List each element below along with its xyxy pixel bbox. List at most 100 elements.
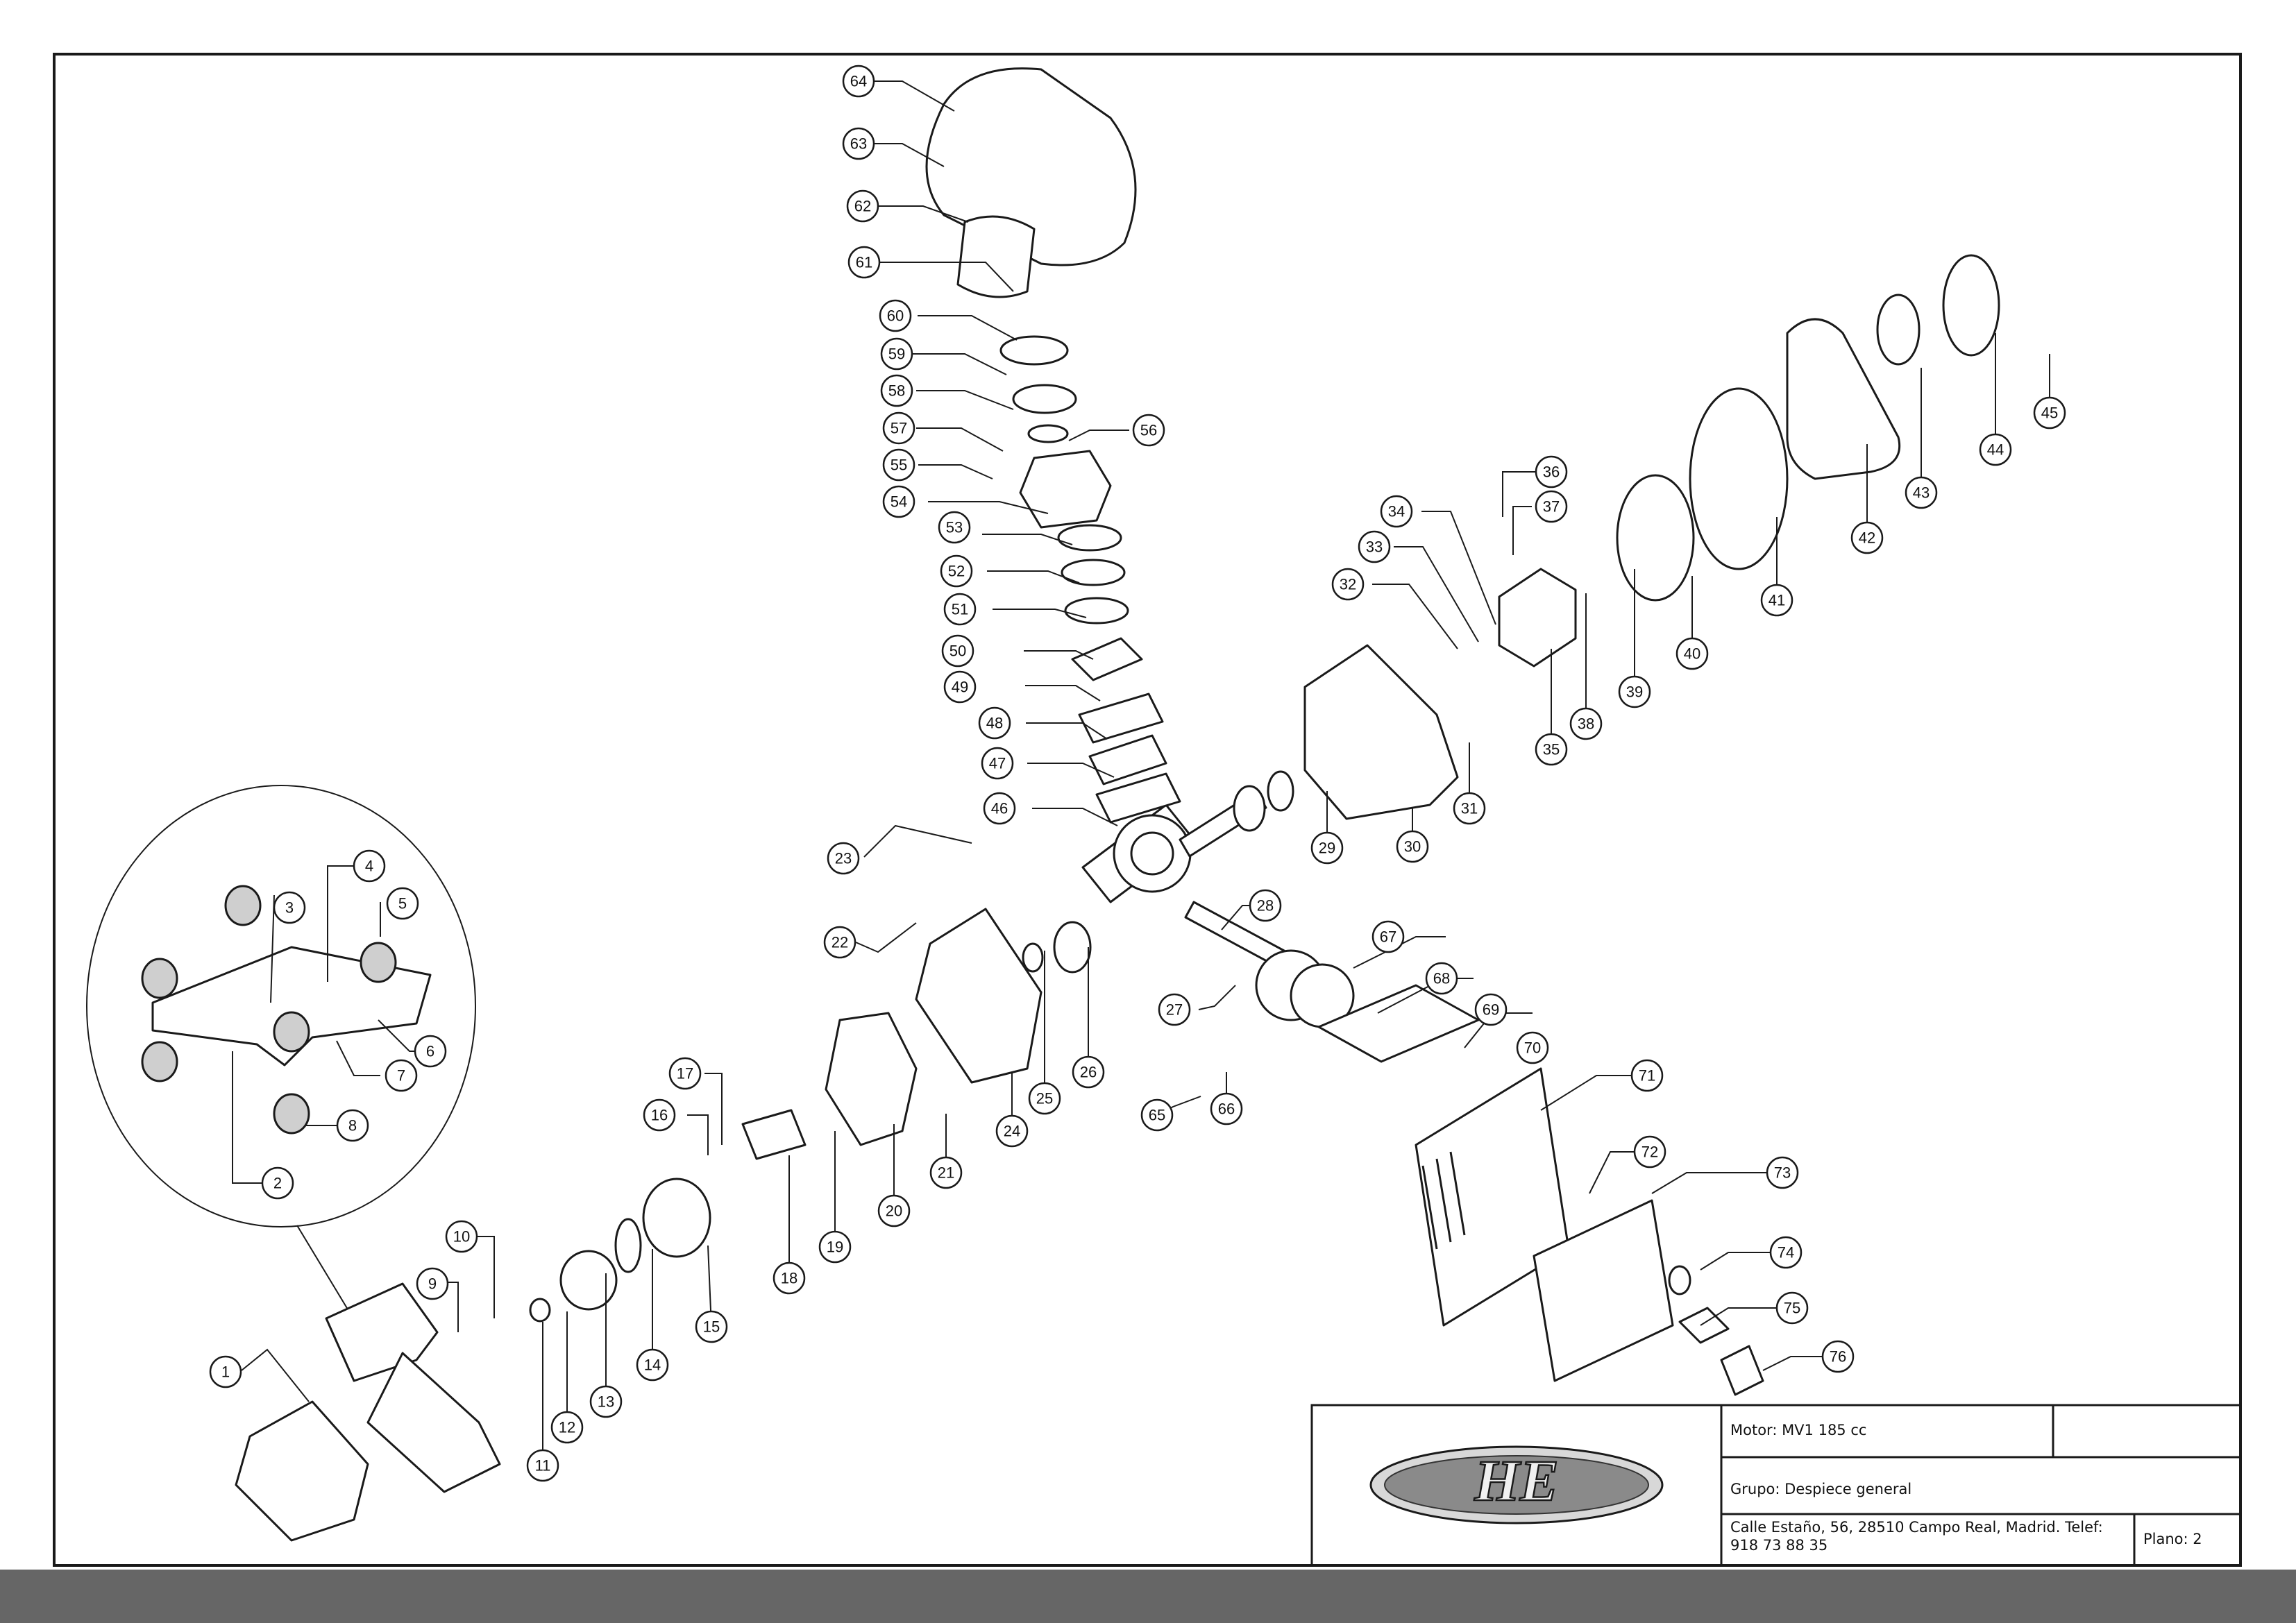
callout-40: 40 [1675,637,1709,670]
svg-text:HE: HE [1474,1449,1558,1513]
svg-text:10: 10 [453,1228,470,1246]
callout-51: 51 [943,593,977,626]
callout-26: 26 [1072,1055,1105,1089]
svg-text:14: 14 [644,1357,661,1374]
svg-text:22: 22 [832,934,848,951]
callout-3: 3 [273,891,306,924]
callout-55: 55 [882,448,915,482]
callout-63: 63 [842,127,875,160]
callout-34: 34 [1380,495,1413,528]
callout-75: 75 [1775,1291,1809,1325]
svg-text:11: 11 [535,1457,551,1475]
svg-text:43: 43 [1913,484,1930,502]
svg-text:29: 29 [1319,840,1335,857]
svg-text:64: 64 [850,73,867,90]
svg-text:56: 56 [1140,422,1157,439]
svg-text:9: 9 [428,1275,437,1293]
callout-65: 65 [1140,1098,1174,1132]
callout-47: 47 [981,747,1014,780]
intake-stack [925,67,1181,824]
callout-32: 32 [1331,568,1365,601]
right-crankcase-group [1303,254,2000,820]
callout-74: 74 [1769,1236,1803,1269]
callout-61: 61 [847,246,881,279]
svg-text:35: 35 [1543,741,1560,758]
callout-50: 50 [941,634,974,668]
svg-text:1: 1 [221,1363,230,1381]
svg-text:69: 69 [1483,1001,1499,1019]
callout-62: 62 [846,189,879,223]
svg-text:41: 41 [1769,592,1785,609]
callout-7: 7 [385,1059,418,1092]
callout-53: 53 [938,511,971,544]
svg-text:3: 3 [285,899,294,917]
svg-text:76: 76 [1830,1348,1846,1366]
callout-20: 20 [877,1194,911,1227]
svg-text:25: 25 [1036,1090,1053,1107]
callout-36: 36 [1535,455,1568,488]
crankshaft-group [1022,770,1294,974]
svg-text:70: 70 [1524,1039,1541,1057]
svg-text:48: 48 [986,715,1003,732]
callout-16: 16 [643,1098,676,1132]
svg-text:72: 72 [1641,1144,1658,1161]
callout-68: 68 [1425,962,1458,995]
svg-text:38: 38 [1578,715,1594,733]
callout-44: 44 [1979,433,2012,466]
svg-text:21: 21 [938,1164,954,1182]
callout-70: 70 [1516,1031,1549,1064]
svg-text:68: 68 [1433,970,1450,987]
company-logo: HE [1369,1445,1664,1524]
callout-6: 6 [414,1035,447,1068]
callout-19: 19 [818,1230,852,1264]
callout-30: 30 [1396,830,1429,863]
callout-12: 12 [550,1411,584,1444]
svg-text:13: 13 [598,1393,614,1411]
svg-text:42: 42 [1859,529,1875,547]
svg-text:28: 28 [1257,897,1274,915]
svg-text:54: 54 [890,493,907,511]
svg-text:23: 23 [835,850,852,867]
callout-59: 59 [880,337,913,371]
callout-54: 54 [882,485,915,518]
address-label: Calle Estaño, 56, 28510 Campo Real, Madr… [1730,1519,2103,1554]
callout-4: 4 [353,849,386,883]
callout-14: 14 [636,1348,669,1382]
callout-29: 29 [1310,831,1344,865]
svg-text:60: 60 [887,307,904,325]
callout-37: 37 [1535,490,1568,523]
callout-66: 66 [1210,1092,1243,1125]
svg-text:12: 12 [559,1419,575,1436]
callout-23: 23 [827,842,860,875]
callout-48: 48 [978,706,1011,740]
svg-text:57: 57 [890,420,907,437]
callout-56: 56 [1132,414,1165,447]
svg-text:66: 66 [1218,1101,1235,1118]
svg-text:53: 53 [946,519,963,536]
svg-text:67: 67 [1380,928,1396,946]
svg-text:32: 32 [1340,576,1356,593]
callout-43: 43 [1905,476,1938,509]
callout-5: 5 [386,887,419,920]
callout-1: 1 [209,1355,242,1388]
svg-text:63: 63 [850,135,867,153]
svg-text:8: 8 [348,1117,357,1135]
svg-text:47: 47 [989,755,1006,772]
svg-text:39: 39 [1626,683,1643,701]
callout-60: 60 [879,299,912,332]
callout-57: 57 [882,411,915,445]
callout-45: 45 [2033,396,2066,430]
svg-text:33: 33 [1366,538,1383,556]
callout-11: 11 [526,1449,559,1482]
svg-text:74: 74 [1778,1244,1794,1261]
callout-24: 24 [995,1114,1029,1148]
callout-22: 22 [823,926,856,959]
svg-text:7: 7 [397,1067,405,1085]
svg-text:44: 44 [1987,441,2004,459]
callout-27: 27 [1158,993,1191,1026]
svg-text:5: 5 [398,895,407,912]
svg-text:71: 71 [1639,1067,1655,1085]
left-assembly-group [529,908,1043,1323]
svg-text:46: 46 [991,800,1008,817]
